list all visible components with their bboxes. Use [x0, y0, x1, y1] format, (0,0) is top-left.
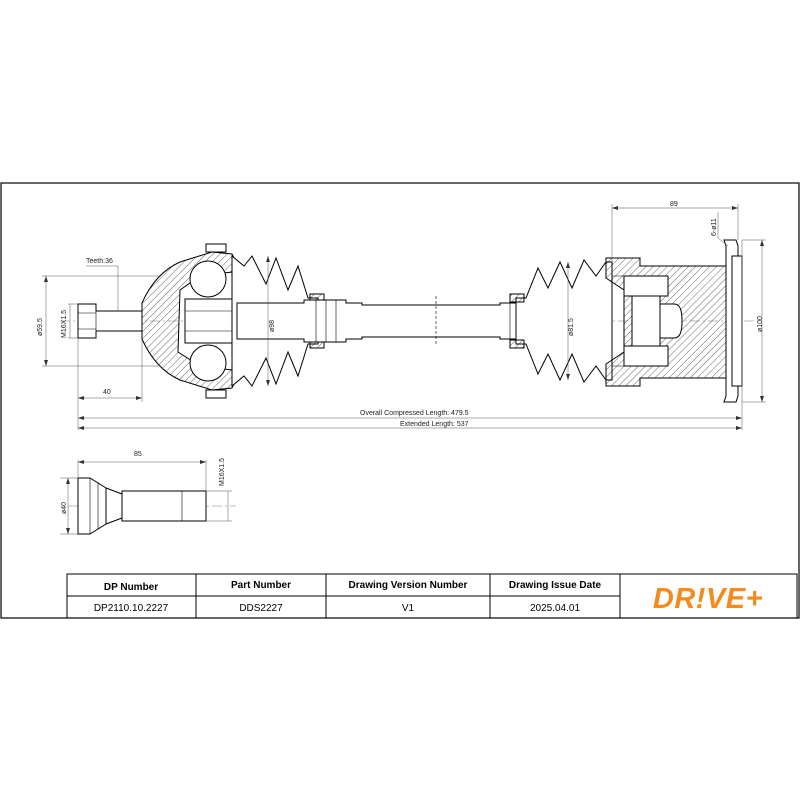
cv-ball-top [189, 260, 227, 298]
intermediate-shaft [236, 299, 541, 343]
header-drawing-version: Drawing Version Number [349, 580, 468, 591]
shaft-dimension-labels: Teeth:36 M16X1.5 ø59.5 40 ø98 ø81.5 ø100… [37, 201, 764, 428]
outer-cv-housing [141, 251, 237, 391]
value-issue-date: 2025.04.01 [530, 603, 580, 614]
bolt-thread [121, 490, 207, 522]
bolt-head [77, 477, 107, 535]
cv-ball-bottom [189, 344, 227, 382]
overall-length-label: Overall Compressed Length: 479.5 [360, 410, 469, 417]
extended-length-label: Extended Length: 537 [400, 421, 469, 428]
header-part-number: Part Number [231, 580, 291, 591]
drawing-border [0, 182, 800, 619]
shaft-dimension-lines [42, 204, 766, 430]
inner-diameter-label: ø81.5 [568, 318, 575, 336]
inner-boot [515, 259, 613, 383]
teeth-label: Teeth:36 [86, 258, 113, 265]
outer-thread-label: M16X1.5 [61, 310, 68, 338]
header-issue-date: Drawing Issue Date [509, 580, 602, 591]
boot-diameter-label: ø98 [269, 320, 276, 332]
flange-diameter-label: ø100 [757, 316, 764, 332]
bolt-head-diameter-label: ø40 [61, 502, 68, 514]
bolt-length-label: 85 [134, 451, 142, 458]
bolt-detail: 85 M16X1.5 ø40 [60, 451, 236, 535]
outer-diameter-label: ø59.5 [37, 318, 44, 336]
value-part-number: DDS2227 [239, 603, 283, 614]
header-dp-number: DP Number [104, 582, 158, 593]
flange-holes-label: 6-ø11 [711, 218, 718, 236]
drive-logo: DR!VE+ [653, 583, 763, 615]
value-dp-number: DP2110.10.2227 [94, 603, 169, 614]
bolt-shank [105, 487, 123, 525]
flange-width-label: 89 [670, 201, 678, 208]
outer-length-label: 40 [103, 389, 111, 396]
drive-logo-text: DR!VE+ [653, 583, 763, 615]
bolt-thread-label: M16X1.5 [219, 458, 226, 486]
title-block: DP Number Part Number Drawing Version Nu… [66, 573, 798, 619]
drive-shaft-assembly [60, 239, 760, 403]
outer-stub-shaft [77, 303, 143, 339]
value-drawing-version: V1 [402, 603, 415, 614]
